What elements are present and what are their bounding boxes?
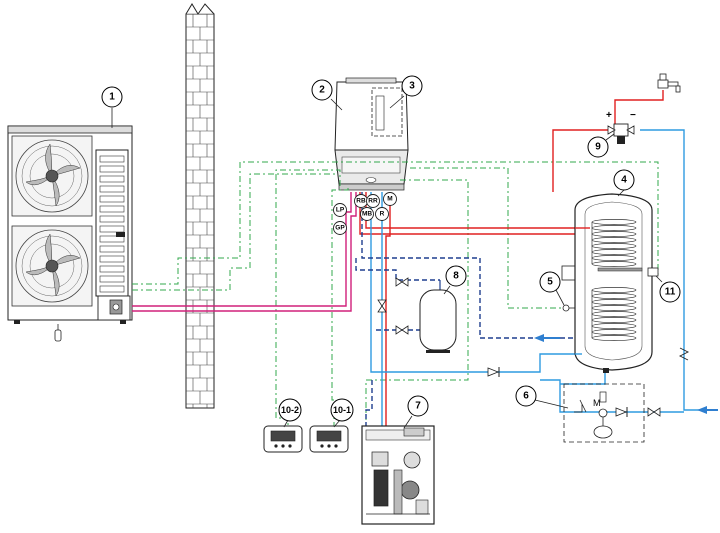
- callout-10-2: 10-2: [278, 398, 302, 428]
- svg-text:4: 4: [621, 175, 627, 186]
- badge-rb: RB: [354, 194, 368, 208]
- svg-text:RR: RR: [368, 198, 378, 205]
- svg-text:7: 7: [415, 401, 421, 412]
- pipe-badges: LP GP RB RR MB R M: [333, 192, 397, 235]
- check-valve-icon: [615, 407, 628, 417]
- valve-icon: [395, 325, 409, 335]
- safety-group: M: [563, 383, 645, 443]
- svg-text:1: 1: [109, 92, 115, 103]
- svg-text:10-1: 10-1: [333, 405, 351, 415]
- svg-text:6: 6: [523, 391, 529, 402]
- thermostat-2: [263, 425, 303, 453]
- fan-upper-icon: [11, 135, 93, 217]
- flow-arrows: [534, 334, 718, 414]
- mixing-valve: + −: [606, 110, 636, 144]
- callout-11: 11: [655, 275, 681, 303]
- callout-8: 8: [443, 265, 467, 295]
- badge-r: R: [375, 207, 389, 221]
- callout-3: 3: [389, 75, 423, 109]
- svg-text:3: 3: [409, 81, 415, 92]
- mixing-valve-plus: +: [606, 110, 612, 121]
- callout-2: 2: [311, 79, 343, 111]
- svg-text:2: 2: [319, 85, 325, 96]
- svg-text:10-2: 10-2: [281, 405, 299, 415]
- badge-m: M: [383, 192, 397, 206]
- callout-4: 4: [613, 169, 635, 197]
- callout-5: 5: [539, 271, 565, 306]
- svg-text:5: 5: [547, 277, 553, 288]
- badge-rr: RR: [366, 194, 380, 208]
- valve-icon: [395, 277, 409, 287]
- outdoor-sensor-icon: [54, 324, 62, 342]
- callout-9: 9: [587, 133, 615, 158]
- badge-gp: GP: [333, 221, 347, 235]
- return-lines: [355, 192, 575, 426]
- callout-1: 1: [101, 86, 123, 128]
- valves: [377, 277, 690, 417]
- check-valve-icon: [487, 367, 500, 377]
- badge-lp: LP: [333, 203, 347, 217]
- check-valve-icon: [678, 347, 690, 361]
- valve-icon: [377, 299, 387, 313]
- callout-10-1: 10-1: [330, 398, 354, 428]
- svg-text:MB: MB: [362, 211, 372, 218]
- dhw-tank: [561, 193, 659, 373]
- svg-text:9: 9: [595, 142, 601, 153]
- refrigerant-lines: [132, 192, 357, 312]
- valve-icon: [647, 407, 661, 417]
- hydraulic-module: [361, 425, 435, 525]
- safety-group-label: M: [593, 398, 601, 408]
- indoor-unit: [334, 77, 409, 191]
- mixing-valve-minus: −: [630, 110, 636, 121]
- thermostat-1: [309, 425, 349, 453]
- wall: [185, 3, 215, 409]
- svg-text:8: 8: [453, 271, 459, 282]
- svg-text:M: M: [387, 196, 392, 203]
- callout-6: 6: [515, 385, 569, 409]
- expansion-vessel: [419, 280, 457, 353]
- tap-icon: [657, 73, 681, 93]
- outdoor-unit: [7, 125, 133, 342]
- fan-lower-icon: [11, 225, 93, 307]
- badge-mb: MB: [360, 207, 374, 221]
- svg-text:LP: LP: [336, 207, 345, 214]
- tank-sensor: [562, 304, 575, 312]
- svg-text:GP: GP: [335, 225, 345, 232]
- svg-text:11: 11: [665, 287, 676, 298]
- svg-text:RB: RB: [356, 198, 366, 205]
- svg-text:R: R: [380, 211, 385, 218]
- callout-7: 7: [403, 395, 429, 429]
- callouts: 1 2 3 4 5 6 7 8 9 10-2 10-1 11: [101, 75, 681, 429]
